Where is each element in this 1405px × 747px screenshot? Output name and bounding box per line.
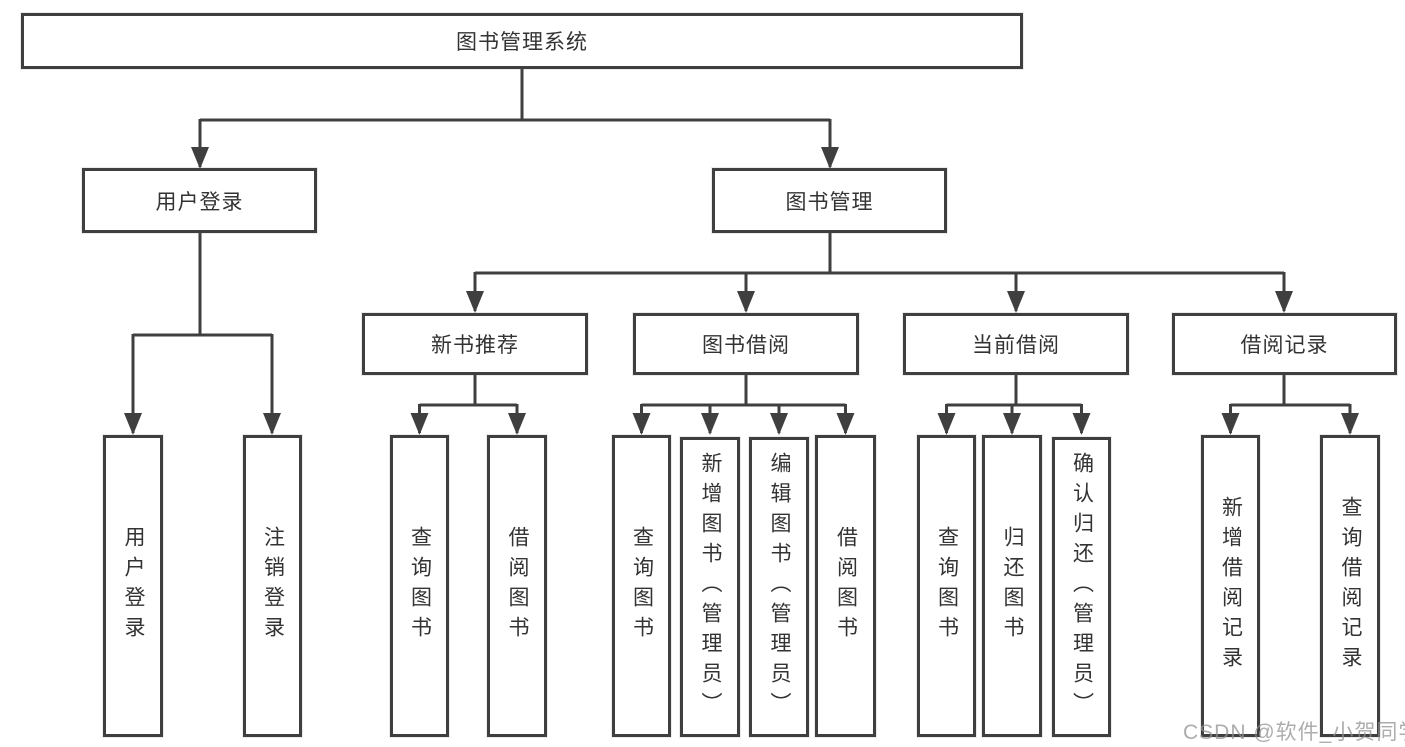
leaf-query-borrow-record: 查询借阅记录: [1320, 435, 1380, 737]
node-new-book-recommendation: 新书推荐: [362, 313, 588, 375]
csdn-watermark: CSDN @软件_小贺同学: [1183, 721, 1405, 744]
leaf-add-book-admin: 新增图书（管理员）: [680, 437, 740, 737]
leaf-query-books-recommendation: 查询图书: [390, 435, 449, 737]
leaf-user-login: 用户登录: [103, 435, 163, 737]
leaf-return-books: 归还图书: [982, 435, 1042, 737]
node-book-borrowing: 图书借阅: [633, 313, 859, 375]
node-borrowing-records: 借阅记录: [1172, 313, 1397, 375]
leaf-query-books-current: 查询图书: [917, 435, 976, 737]
node-library-management-system: 图书管理系统: [21, 13, 1023, 69]
leaf-add-borrow-record: 新增借阅记录: [1201, 435, 1260, 737]
node-book-management: 图书管理: [712, 168, 947, 233]
leaf-confirm-return-admin: 确认归还（管理员）: [1052, 437, 1111, 737]
node-current-borrowing: 当前借阅: [903, 313, 1129, 375]
leaf-borrow-books-recommendation: 借阅图书: [487, 435, 547, 737]
leaf-logout: 注销登录: [243, 435, 302, 737]
node-user-login: 用户登录: [82, 168, 317, 233]
leaf-edit-book-admin: 编辑图书（管理员）: [749, 437, 809, 737]
leaf-query-books-borrowing: 查询图书: [612, 435, 671, 737]
leaf-borrow-books-borrowing: 借阅图书: [815, 435, 876, 737]
